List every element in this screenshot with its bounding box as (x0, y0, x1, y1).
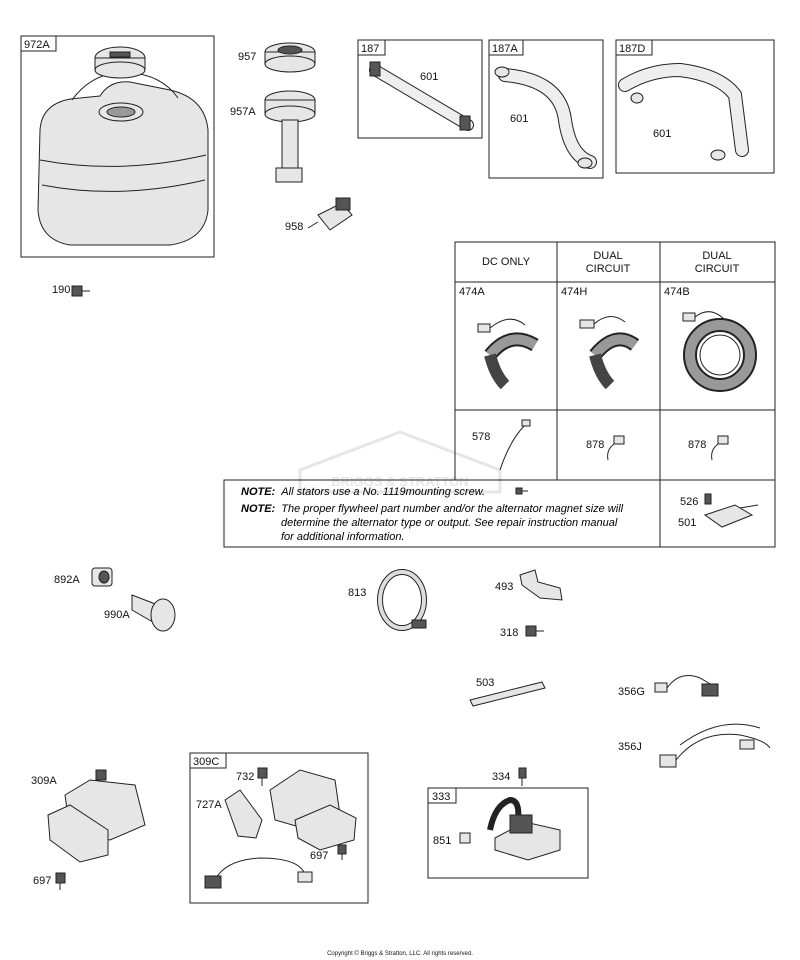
screw-190[interactable] (71, 285, 90, 297)
box-309C (189, 752, 369, 904)
screw-697-a[interactable] (55, 872, 66, 890)
note-line1: All stators use a No. 1119mounting screw… (280, 486, 485, 498)
svg-text:CIRCUIT: CIRCUIT (586, 263, 631, 275)
label-957A: 957A (230, 106, 256, 118)
label-501: 501 (678, 517, 696, 529)
label-474B: 474B (664, 286, 690, 298)
note-label-2: NOTE: (241, 503, 276, 515)
label-878-a: 878 (586, 439, 604, 451)
fuel-valve-958[interactable] (307, 197, 353, 231)
cap-gauge-957A[interactable] (264, 90, 316, 183)
label-334: 334 (492, 771, 510, 783)
label-727A: 727A (196, 799, 222, 811)
label-503: 503 (476, 677, 494, 689)
box-187A (488, 39, 604, 179)
label-493: 493 (495, 581, 513, 593)
watermark: BRIGGS & STRATTON (298, 430, 502, 494)
label-732: 732 (236, 771, 254, 783)
label-601-a: 601 (420, 71, 438, 83)
label-601-c: 601 (653, 128, 671, 140)
ignition-coil-309C[interactable] (269, 769, 357, 851)
label-309C: 309C (193, 756, 219, 768)
label-958: 958 (285, 221, 303, 233)
header-dc-only: DC ONLY (482, 256, 531, 268)
label-356G: 356G (618, 686, 645, 698)
label-187A: 187A (492, 43, 518, 55)
stator-474A[interactable] (477, 318, 539, 390)
note-line2a: The proper flywheel part number and/or t… (281, 503, 623, 515)
header-dual-circuit-1: DUAL (593, 250, 622, 262)
label-474H: 474H (561, 286, 587, 298)
mounting-screw-icon (515, 487, 528, 495)
label-697-b: 697 (310, 850, 328, 862)
harness-356J[interactable] (659, 723, 771, 768)
fuel-tank[interactable] (37, 71, 209, 246)
label-697-a: 697 (33, 875, 51, 887)
fuel-line-187A[interactable] (494, 66, 597, 169)
label-990A: 990A (104, 609, 130, 621)
label-972A: 972A (24, 39, 50, 51)
label-813: 813 (348, 587, 366, 599)
bracket-493[interactable] (519, 569, 563, 601)
knob-990A[interactable] (131, 594, 176, 632)
label-526: 526 (680, 496, 698, 508)
regulator-501[interactable] (703, 493, 759, 528)
cap-957[interactable] (264, 42, 316, 73)
stator-474B[interactable] (682, 311, 757, 392)
label-187: 187 (361, 43, 379, 55)
ignition-module-333[interactable] (487, 796, 561, 861)
screw-334[interactable] (518, 767, 527, 786)
screw-697-b[interactable] (337, 844, 347, 860)
label-309A: 309A (31, 775, 57, 787)
fuel-cap[interactable] (94, 46, 146, 79)
label-601-b: 601 (510, 113, 528, 125)
connector-878-b[interactable] (711, 435, 729, 461)
svg-text:NOTE: The proper flywheel: NOTE: The proper flywheel part number an… (241, 503, 624, 515)
label-957: 957 (238, 51, 256, 63)
stator-474H[interactable] (579, 316, 640, 390)
box-972A (20, 35, 215, 258)
svg-text:NOTE: All stators use a No: NOTE: All stators use a No. 1119mounting… (241, 486, 485, 498)
svg-text:CIRCUIT: CIRCUIT (695, 263, 740, 275)
wire-309C[interactable] (204, 857, 313, 889)
wire-578[interactable] (499, 419, 531, 471)
box-333 (427, 787, 589, 879)
label-851: 851 (433, 835, 451, 847)
connector-878-a[interactable] (607, 435, 625, 461)
box-187 (357, 39, 483, 139)
copyright-text: Copyright © Briggs & Stratton, LLC. All … (327, 950, 473, 957)
box-526-501 (659, 479, 776, 548)
label-878-b: 878 (688, 439, 706, 451)
switch-892A[interactable] (91, 567, 113, 587)
ignition-coil-309A[interactable] (47, 769, 146, 863)
note-line2b: determine the alternator type or output.… (281, 517, 618, 529)
screw-732[interactable] (257, 767, 268, 786)
clip-851[interactable] (459, 832, 471, 844)
clamp-813[interactable] (377, 569, 427, 631)
label-356J: 356J (618, 741, 642, 753)
watermark-text: BRIGGS & STRATTON (331, 474, 468, 489)
header-dual-circuit-2: DUAL (702, 250, 731, 262)
label-578: 578 (472, 431, 490, 443)
shield-727A[interactable] (224, 789, 263, 839)
harness-356G[interactable] (654, 675, 719, 697)
fuel-line-187[interactable] (369, 61, 474, 131)
label-187D: 187D (619, 43, 645, 55)
box-187D (615, 39, 775, 174)
fuel-line-187D[interactable] (618, 62, 749, 161)
screw-318[interactable] (525, 625, 544, 637)
label-333: 333 (432, 791, 450, 803)
label-318: 318 (500, 627, 518, 639)
strap-503[interactable] (469, 681, 546, 707)
note-line2c: for additional information. (281, 531, 405, 543)
label-474A: 474A (459, 286, 485, 298)
label-892A: 892A (54, 574, 80, 586)
label-190: 190 (52, 284, 70, 296)
note-label-1: NOTE: (241, 486, 276, 498)
